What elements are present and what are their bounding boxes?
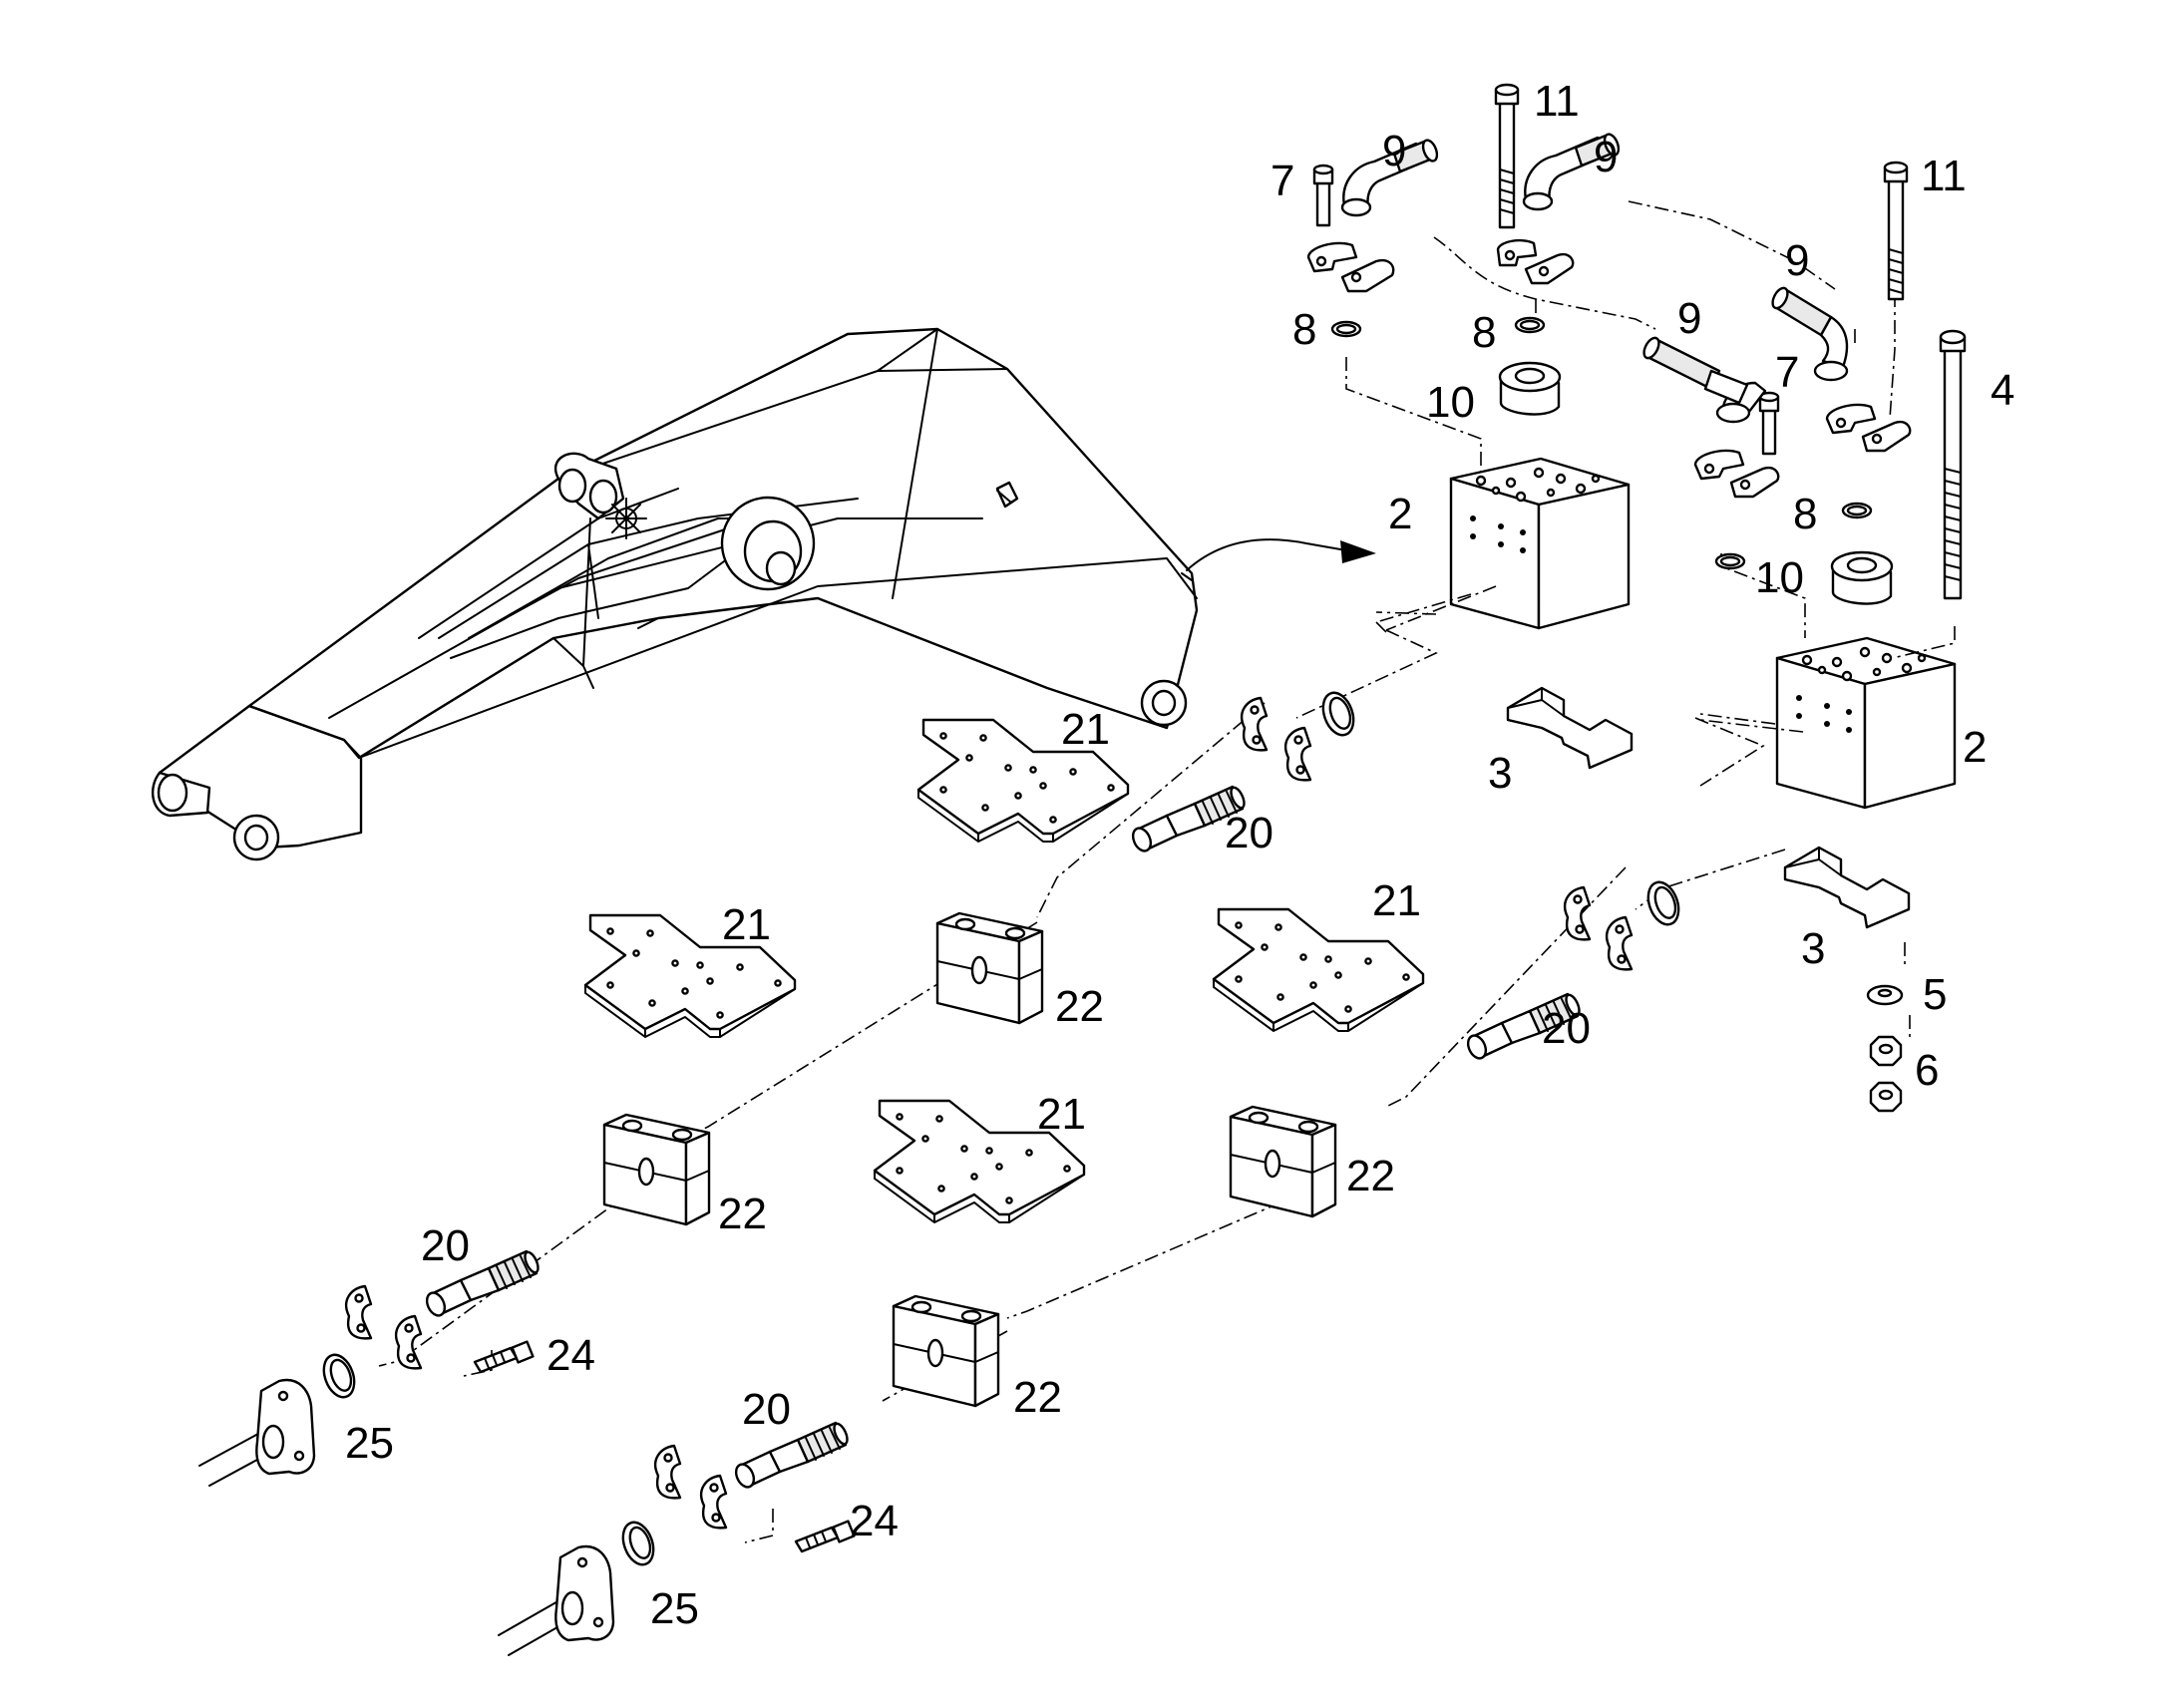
split-flange-pair-2	[1496, 238, 1575, 285]
callout-25: 25	[345, 1419, 394, 1468]
callout-11: 11	[1921, 152, 1967, 200]
callout-22: 22	[1013, 1373, 1062, 1422]
long-bolt-4	[1939, 329, 1967, 600]
callout-9: 9	[1594, 133, 1618, 181]
hose-fitting-9d	[1771, 286, 1849, 382]
callout-2: 2	[1963, 723, 1987, 772]
callout-11: 11	[1534, 77, 1580, 126]
callout-8: 8	[1292, 305, 1316, 354]
callout-22: 22	[718, 1190, 767, 1238]
callout-7: 7	[1775, 348, 1799, 397]
callout-22: 22	[1346, 1152, 1395, 1200]
callout-21: 21	[1061, 705, 1110, 754]
split-flange-pair-3	[1825, 403, 1912, 453]
connector-lines	[378, 200, 1956, 1543]
boom-assembly	[151, 327, 1376, 861]
callout-4: 4	[1991, 366, 2014, 415]
callout-7: 7	[1271, 157, 1294, 205]
callout-labels: 11 11 9 9 9 9 7 7 8 8 8 10 10 4 2 2 3 3 …	[345, 77, 2014, 1633]
nut-6b	[1869, 1081, 1903, 1113]
split-flange-pair-1	[1306, 241, 1395, 293]
hose-fitting-9c	[1642, 336, 1767, 424]
top-hose-assembly	[1306, 83, 1967, 605]
screw-7a	[1312, 164, 1334, 227]
callout-20: 20	[421, 1221, 470, 1270]
callout-21: 21	[722, 900, 771, 949]
nut-6a	[1869, 1035, 1903, 1067]
callout-25: 25	[650, 1584, 699, 1633]
callout-9: 9	[1785, 236, 1809, 285]
washer-5	[1866, 984, 1904, 1006]
callout-8: 8	[1793, 490, 1817, 538]
callout-20: 20	[742, 1385, 791, 1434]
callout-20: 20	[1542, 1004, 1591, 1053]
callout-24: 24	[546, 1331, 595, 1380]
manifold-block-upper	[1449, 457, 1631, 630]
long-bolt-11a	[1494, 83, 1520, 229]
callout-3: 3	[1801, 924, 1825, 973]
callout-10: 10	[1426, 378, 1475, 427]
split-flange-pair-4	[1693, 449, 1780, 499]
callout-21: 21	[1037, 1090, 1086, 1139]
callout-24: 24	[850, 1497, 899, 1545]
callout-8: 8	[1472, 308, 1496, 357]
callout-5: 5	[1923, 970, 1947, 1019]
callout-9: 9	[1382, 127, 1406, 175]
pipe-flange-25a	[198, 1378, 316, 1487]
manifold-block-lower	[1775, 636, 1957, 810]
callout-9: 9	[1677, 294, 1701, 343]
callout-2: 2	[1388, 490, 1412, 538]
screw-7b	[1758, 391, 1780, 456]
callout-20: 20	[1225, 809, 1273, 857]
long-bolt-11b	[1883, 161, 1909, 301]
callout-3: 3	[1488, 749, 1512, 798]
callout-6: 6	[1915, 1046, 1939, 1095]
callout-10: 10	[1755, 553, 1804, 602]
callout-21: 21	[1372, 876, 1421, 925]
callout-22: 22	[1055, 982, 1104, 1031]
pipe-flange-25b	[498, 1544, 615, 1656]
